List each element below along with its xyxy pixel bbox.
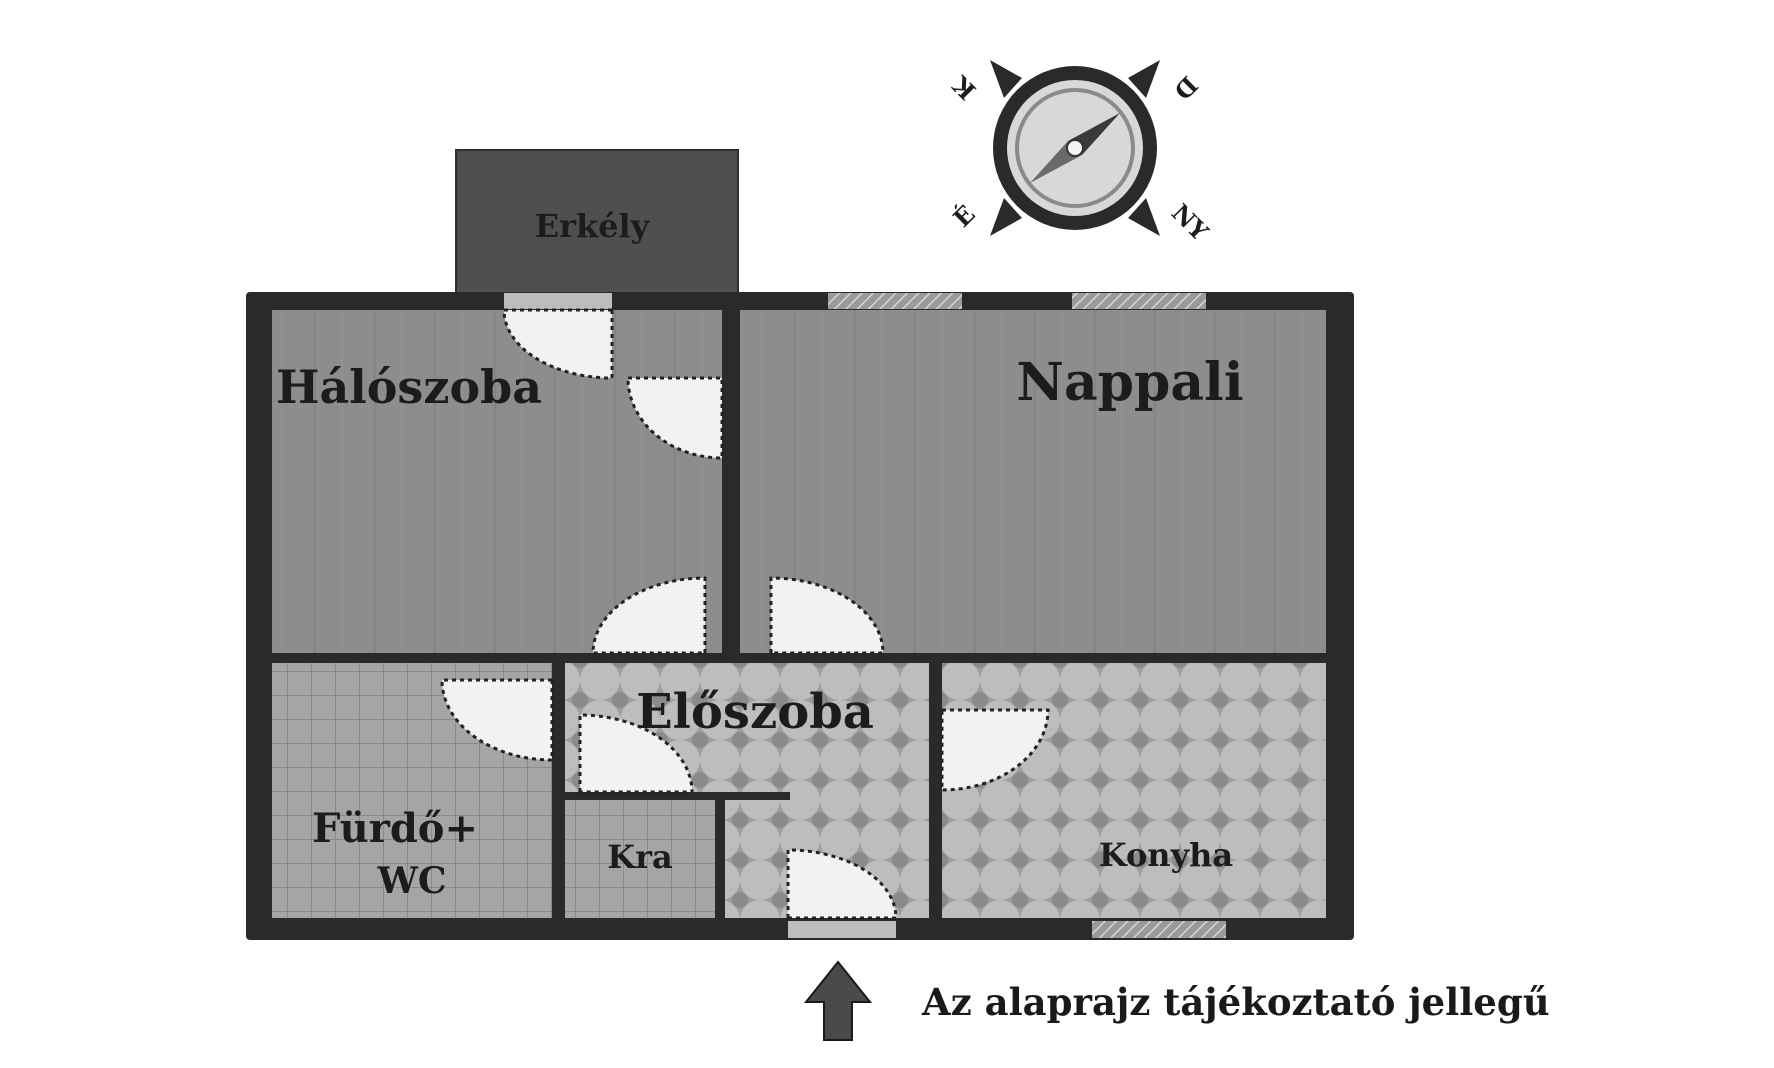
door-swing-kitchen [940, 708, 1050, 792]
kitchen-floor [942, 663, 1326, 918]
living-room-label: Nappali [1016, 352, 1243, 413]
disclaimer-caption: Az alaprajz tájékoztató jellegű [922, 980, 1550, 1024]
compass-inner-ring [1015, 88, 1135, 208]
balcony [455, 149, 739, 296]
bathroom-label-line1: Fürdő+ [312, 805, 478, 852]
compass-tick-bottom-right [1128, 198, 1160, 236]
compass-pivot [1066, 139, 1084, 157]
entrance-arrow [803, 960, 873, 1041]
compass: K D É NY [946, 60, 1215, 247]
entrance-doorway [788, 921, 896, 938]
window-living-1 [828, 293, 962, 309]
door-swing-pantry [578, 713, 694, 794]
compass-label-top-left: K [946, 70, 982, 106]
compass-tick-top-right [1128, 60, 1160, 98]
door-swing-bathroom [440, 678, 554, 762]
bedroom-label: Hálószoba [276, 360, 542, 414]
wall-horizontal-main [272, 653, 1326, 663]
door-swing-bedroom [591, 576, 707, 655]
door-swing-living [769, 576, 885, 655]
window-kitchen [1092, 921, 1226, 938]
wall-pantry-right [715, 792, 725, 918]
hall-label: Előszoba [636, 684, 874, 740]
wall-bath-hall [552, 663, 565, 918]
compass-label-bottom-right: NY [1166, 198, 1215, 247]
compass-label-bottom-left: É [947, 199, 980, 232]
door-swing-balcony [502, 308, 614, 380]
window-living-2 [1072, 293, 1206, 309]
wall-bedroom-living [722, 310, 740, 653]
compass-tick-bottom-left [990, 198, 1022, 236]
compass-label-top-right: D [1168, 70, 1203, 105]
compass-tick-top-left [990, 60, 1022, 98]
pantry-label: Kra [607, 838, 672, 876]
kitchen-label: Konyha [1099, 836, 1233, 874]
pantry-floor [565, 800, 715, 918]
door-swing-bedroom-upper [626, 376, 724, 460]
bathroom-label-line2: WC [376, 860, 446, 902]
balcony-doorway [504, 293, 612, 309]
wall-pantry-top [565, 792, 790, 800]
balcony-label: Erkély [535, 207, 651, 245]
door-swing-entrance [786, 848, 898, 920]
wall-hall-kitchen [929, 663, 942, 918]
